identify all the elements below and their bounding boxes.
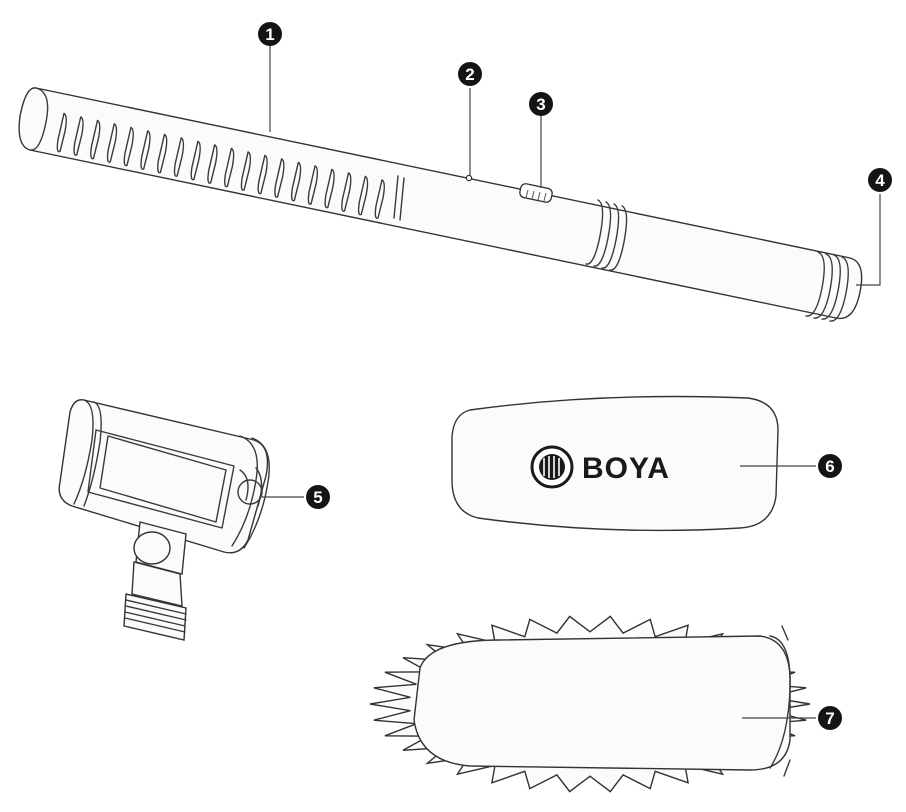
tube-slot xyxy=(274,158,285,198)
callout-4: 4 xyxy=(868,168,892,192)
tube-slot xyxy=(106,123,118,163)
tube-slot xyxy=(290,161,302,202)
tube-slot xyxy=(190,140,201,181)
callout-6: 6 xyxy=(818,454,842,478)
callout-7-label: 7 xyxy=(825,709,834,728)
interference-tube-slots xyxy=(56,112,385,219)
foam-windscreen: BOYA xyxy=(451,395,779,532)
tube-slot xyxy=(324,168,335,209)
tube-slot xyxy=(56,112,67,153)
tube-slot xyxy=(90,119,101,160)
furry-windshield xyxy=(369,615,811,793)
microphone-grille-icon xyxy=(530,445,574,489)
callout-3-label: 3 xyxy=(536,95,545,114)
led-indicator xyxy=(465,174,473,182)
tube-slot xyxy=(207,144,218,184)
tube-slot xyxy=(224,147,235,188)
tube-slot xyxy=(307,165,319,205)
callout-2-label: 2 xyxy=(465,65,474,84)
tube-slot xyxy=(240,151,252,191)
callout-1: 1 xyxy=(258,22,282,46)
callout-4-label: 4 xyxy=(875,171,885,190)
tube-slot xyxy=(73,116,84,156)
tube-slot xyxy=(257,154,268,195)
callout-1-label: 1 xyxy=(265,25,274,44)
tube-slot xyxy=(123,126,134,167)
callout-7: 7 xyxy=(818,706,842,730)
callout-5-label: 5 xyxy=(313,488,322,507)
callout-6-label: 6 xyxy=(825,457,834,476)
tube-slot xyxy=(374,179,385,219)
callout-3: 3 xyxy=(529,92,553,116)
tube-slot xyxy=(157,133,168,174)
tube-slot xyxy=(173,137,185,177)
power-switch xyxy=(519,183,553,203)
callout-2: 2 xyxy=(458,62,482,86)
tube-slot xyxy=(341,172,352,212)
brand-logo-text: BOYA xyxy=(582,452,670,485)
shotgun-microphone xyxy=(18,87,863,322)
tube-slot xyxy=(140,130,151,170)
callout-5: 5 xyxy=(306,485,330,509)
tube-slot xyxy=(357,175,369,216)
shock-mount xyxy=(58,399,270,641)
